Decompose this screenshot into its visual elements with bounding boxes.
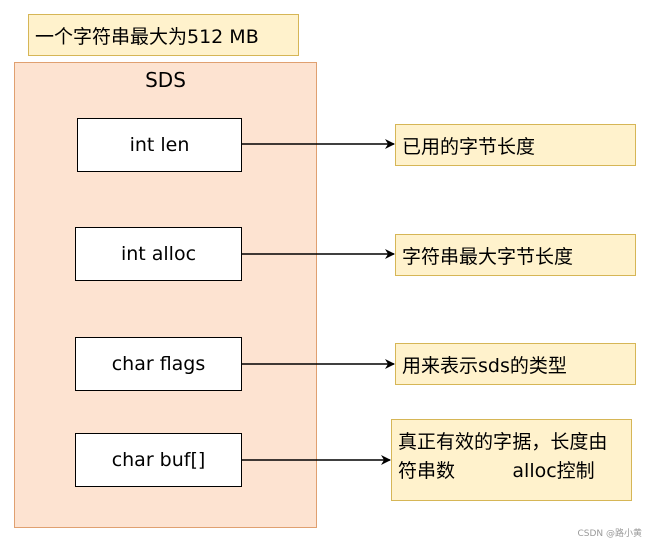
max-size-note: 一个字符串最大为512 MB: [28, 14, 299, 56]
field-alloc: int alloc: [75, 227, 242, 281]
watermark: CSDN @路小黄: [577, 529, 642, 539]
field-len: int len: [77, 118, 242, 172]
field-buf: char buf[]: [75, 433, 242, 487]
desc-buf: 真正有效的字符串数 据，长度由alloc控制: [391, 419, 632, 501]
sds-title: SDS: [145, 68, 186, 92]
desc-len: 已用的字节长度: [395, 124, 636, 166]
desc-alloc: 字符串最大字节长度: [395, 234, 636, 276]
desc-buf-line-1: 真正有效的字符串数: [398, 431, 513, 482]
field-flags: char flags: [75, 337, 242, 391]
desc-flags: 用来表示sds的类型: [395, 343, 636, 385]
desc-buf-line-2: 据，长度由alloc控制: [512, 431, 608, 482]
